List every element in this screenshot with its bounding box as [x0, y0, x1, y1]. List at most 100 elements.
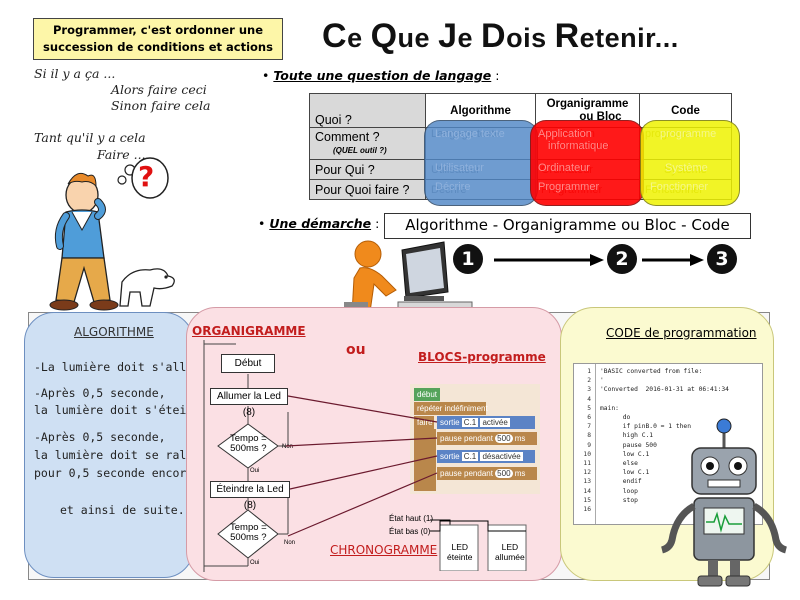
intro-line-1: Programmer, c'est ordonner une: [53, 23, 263, 37]
table-header-row: Quoi ? Algorithme Organigramme ou Bloc C…: [309, 93, 732, 128]
row-label-comment: Comment ?: [315, 129, 380, 144]
org-how-overlay: Application informatique: [538, 128, 609, 152]
flow-tempo-1: Tempo = 500ms ?: [230, 434, 267, 454]
bullet-language-label: Toute une question de langage: [273, 68, 492, 83]
algo-line: la lumière doit s'éteindre.: [34, 403, 221, 417]
title-part: ois: [506, 23, 555, 53]
code-line: else: [600, 460, 638, 467]
algo-line: pour 0,5 seconde encore.: [34, 466, 201, 480]
block-do: faire: [414, 416, 434, 429]
block-pause-label: pause pendant: [440, 434, 493, 443]
flow-led-on: Allumer la Led (8): [210, 388, 288, 418]
row-label-who: Pour Qui ?: [309, 159, 426, 180]
flow-no-1: Non: [282, 444, 294, 450]
code-line-number: 8: [587, 432, 591, 440]
org-how-overlay-1: Application: [538, 128, 592, 140]
algorithme-panel: [24, 312, 194, 578]
code-line-number: 12: [583, 469, 591, 477]
block-output-on: sortie C.1 activée: [437, 416, 535, 429]
code-line-number: 6: [587, 414, 591, 421]
page-title: Ce Que Je Dois Retenir...: [322, 17, 679, 56]
code-line: endif: [600, 478, 642, 486]
step-arrows: [494, 254, 704, 266]
title-part: etenir...: [579, 23, 679, 53]
code-line-number: 1: [587, 368, 591, 375]
algo-who-overlay: Utilisateur: [435, 162, 484, 174]
table-header-org-line2: ou Bloc: [579, 110, 622, 123]
question-mark: ?: [138, 160, 155, 193]
bullet-dot: •: [262, 68, 270, 83]
led-off-line1: LED: [451, 542, 469, 552]
title-letter-j: J: [438, 17, 458, 55]
bullet-language: • Toute une question de langage :: [262, 68, 499, 83]
algo-how-overlay: Langage texte: [435, 128, 505, 140]
note-do: Faire ...: [97, 147, 146, 162]
block-pause-label: pause pendant: [440, 469, 493, 478]
note-else: Sinon faire cela: [111, 98, 211, 113]
algo-line: -La lumière doit s'allumer.: [34, 360, 221, 374]
code-line: 'Converted 2016-01-31 at 06:41:34: [600, 386, 729, 394]
code-line-number: 16: [583, 506, 591, 513]
chronogramme-title: CHRONOGRAMME: [330, 543, 438, 557]
algo-line: -Après 0,5 seconde,: [34, 386, 166, 400]
led-on-line1: LED: [501, 542, 519, 552]
code-line: ': [600, 377, 604, 385]
algorithme-title: ALGORITHME: [74, 325, 154, 339]
step-2-badge: 2: [607, 244, 637, 274]
code-line-number: 11: [583, 460, 591, 467]
code-line: low C.1: [600, 469, 650, 477]
block-pause-2: pause pendant 500 ms: [437, 467, 537, 480]
block-output-off: sortie C.1 désactivée: [437, 450, 535, 463]
chronogram-signal: [430, 519, 527, 571]
bullet-demarche-label: Une démarche: [269, 216, 372, 231]
block-repeat: répéter indéfiniment: [414, 402, 488, 415]
flow-yes-1: Oui: [250, 468, 260, 474]
block-loop-bar: [414, 429, 436, 491]
or-label: ou: [346, 342, 366, 358]
block-pause-1: pause pendant 500 ms: [437, 432, 537, 445]
tempo-2-line2: 500ms ?: [230, 532, 267, 543]
code-line: loop: [600, 487, 638, 495]
table-row-label: Comment ? (QUEL outil ?): [309, 127, 426, 160]
note-while: Tant qu'il y a cela: [34, 130, 146, 145]
intro-box: Programmer, c'est ordonner une successio…: [33, 18, 283, 60]
code-line: do: [600, 414, 631, 421]
bullet-dot: •: [258, 216, 266, 231]
tintin-illustration: [49, 157, 175, 311]
code-line: 'BASIC converted from file:: [600, 368, 703, 375]
code-line: low C.1: [600, 450, 650, 458]
table-header-quoi: Quoi ?: [309, 93, 426, 128]
organigramme-title: ORGANIGRAMME: [192, 324, 306, 338]
code-line: if pinB.0 = 1 then: [600, 423, 691, 431]
code-line-number: 5: [587, 404, 591, 412]
title-letter-r: R: [554, 17, 580, 55]
block-start: début: [414, 388, 441, 401]
blocs-title: BLOCS-programme: [418, 350, 546, 364]
org-highlight: [530, 120, 644, 206]
step-3-badge: 3: [707, 244, 737, 274]
flow-led-off: Éteindre la Led (8): [210, 481, 290, 511]
step-1-badge: 1: [453, 244, 483, 274]
block-output-label: sortie: [440, 418, 460, 427]
algo-line: et ainsi de suite...: [60, 503, 199, 517]
code-line-number: 4: [587, 395, 591, 403]
tempo-2-line1: Tempo =: [230, 522, 267, 533]
code-title: CODE de programmation: [606, 326, 757, 340]
table-header-org-line1: Organigramme: [546, 97, 629, 110]
org-how-overlay-2: informatique: [548, 140, 609, 152]
row-sublabel: (QUEL outil ?): [333, 145, 387, 155]
bullet-demarche: • Une démarche :: [258, 216, 379, 231]
code-line: high C.1: [600, 432, 654, 440]
intro-line-2: succession de conditions et actions: [43, 40, 273, 54]
bullet-colon: :: [495, 68, 500, 83]
block-pin: C.1: [461, 452, 479, 461]
note-if: Si il y a ça ...: [34, 66, 116, 81]
code-line-number: 7: [587, 423, 591, 431]
code-line-number: 14: [583, 487, 591, 495]
led-on-line2: allumée: [495, 552, 525, 562]
algo-line: la lumière doit se rallumer: [34, 448, 221, 462]
org-why-overlay: Programmer: [538, 181, 600, 193]
demarche-box: Algorithme - Organigramme ou Bloc - Code: [384, 213, 751, 239]
code-line: stop: [600, 496, 638, 504]
code-line-number: 10: [583, 450, 591, 458]
